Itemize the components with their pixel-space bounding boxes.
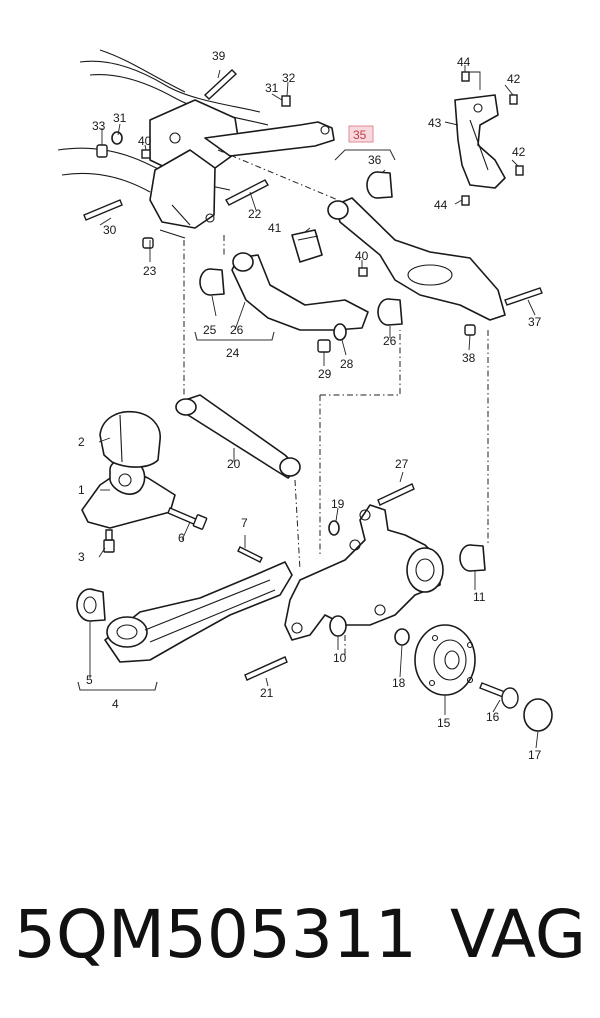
trailing-arm (104, 561, 293, 663)
caption: 5QM505311 VAG (0, 885, 600, 995)
callout-33: 33 (92, 119, 106, 133)
callout-31: 31 (113, 111, 127, 125)
rubber-mount (99, 410, 161, 468)
bushing-10 (329, 615, 347, 637)
callout-3: 3 (78, 550, 85, 564)
callout-37: 37 (528, 315, 542, 329)
callout-42: 42 (512, 145, 526, 159)
callout-39: 39 (212, 49, 226, 63)
callout-labels: 39 32 31 33 31 40 22 30 23 41 40 36 35 4… (78, 49, 542, 762)
bushing-11 (459, 544, 486, 572)
callout-36: 36 (368, 153, 382, 167)
bolt-6 (167, 507, 208, 530)
upper-link-24 (231, 252, 369, 331)
callout-24: 24 (226, 346, 240, 360)
bushing-25 (199, 268, 225, 296)
callout-41: 41 (268, 221, 282, 235)
callout-6: 6 (178, 531, 185, 545)
callout-30: 30 (103, 223, 117, 237)
bolt-3 (103, 529, 115, 553)
callout-5: 5 (86, 673, 93, 687)
long-bolts (83, 69, 543, 681)
callout-21: 21 (260, 686, 274, 700)
callout-35-highlighted: 35 (353, 128, 367, 142)
callout-17: 17 (528, 748, 542, 762)
suspension-exploded-diagram: 39 32 31 33 31 40 22 30 23 41 40 36 35 4… (57, 49, 553, 762)
callout-44: 44 (434, 198, 448, 212)
wheel-bearing-housing (284, 504, 444, 641)
callout-15: 15 (437, 716, 451, 730)
callout-16: 16 (486, 710, 500, 724)
callout-40: 40 (355, 249, 369, 263)
part-number: 5QM505311 (14, 896, 417, 973)
callout-42: 42 (507, 72, 521, 86)
wheel-hub-15 (414, 624, 476, 696)
subframe (57, 49, 335, 239)
small-bolts (96, 71, 524, 336)
lower-link-20 (175, 394, 301, 479)
callout-20: 20 (227, 457, 241, 471)
callout-44: 44 (457, 55, 471, 69)
callout-29: 29 (318, 367, 332, 381)
sensor-bracket-43 (454, 94, 506, 189)
highlight-box-35 (348, 125, 374, 143)
callout-26: 26 (383, 334, 397, 348)
callout-23: 23 (143, 264, 157, 278)
callout-7: 7 (241, 516, 248, 530)
callout-27: 27 (395, 457, 409, 471)
bushing-36 (366, 171, 393, 199)
callout-28: 28 (340, 357, 354, 371)
hub-bolt-16 (479, 682, 519, 709)
callout-38: 38 (462, 351, 476, 365)
trailing-arm-bushing (76, 588, 106, 622)
seal-18 (394, 628, 410, 646)
assembly-lines (183, 149, 489, 655)
control-arm-35 (327, 197, 506, 321)
brand-label: VAG (449, 896, 586, 973)
leader-lines (77, 65, 539, 749)
dust-cap-17 (523, 698, 553, 732)
callout-25: 25 (203, 323, 217, 337)
callout-11: 11 (473, 590, 486, 604)
callout-31: 31 (265, 81, 279, 95)
callout-19: 19 (331, 497, 345, 511)
callout-2: 2 (78, 435, 85, 449)
callout-32: 32 (282, 71, 296, 85)
nut-29 (317, 339, 331, 353)
washer-28 (333, 323, 347, 341)
callout-26: 26 (230, 323, 244, 337)
bracket (81, 459, 176, 529)
callout-40: 40 (138, 134, 152, 148)
clip-41 (291, 229, 323, 263)
callout-43: 43 (428, 116, 442, 130)
callout-18: 18 (392, 676, 406, 690)
washer-19 (328, 520, 340, 536)
callout-1: 1 (78, 483, 85, 497)
callout-4: 4 (112, 697, 119, 711)
bushing-26 (377, 298, 403, 326)
callout-10: 10 (333, 651, 347, 665)
callout-22: 22 (248, 207, 262, 221)
